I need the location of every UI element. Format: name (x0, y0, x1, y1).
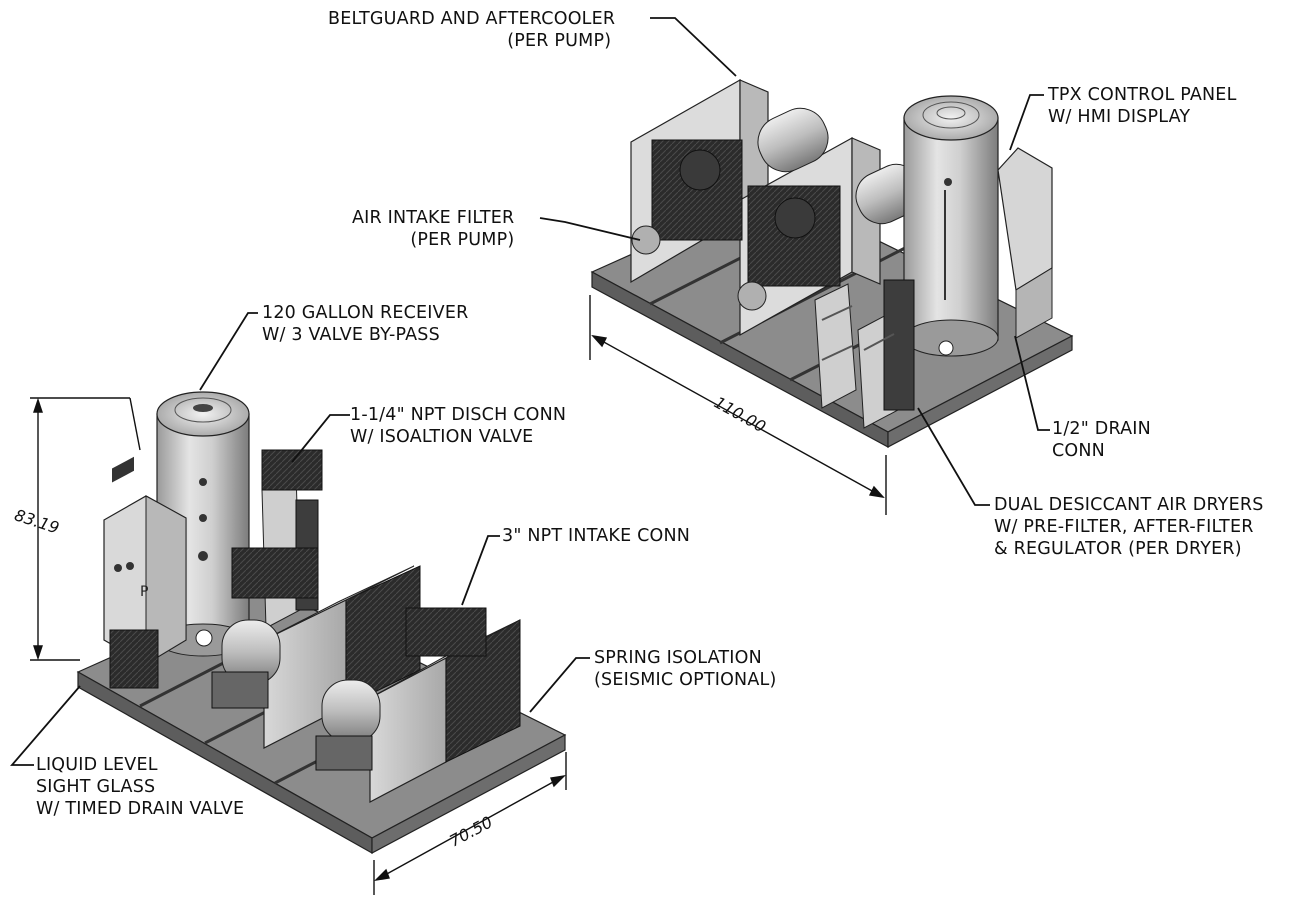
callout-beltguard-line1: BELTGUARD AND AFTERCOOLER (328, 9, 616, 29)
callout-receiver: 120 GALLON RECEIVER W/ 3 VALVE BY-PASS (262, 302, 468, 346)
lower-skid-side (371, 733, 566, 855)
callout-spring-isolation: SPRING ISOLATION (SEISMIC OPTIONAL) (594, 647, 777, 691)
callout-air-intake-line2: (PER PUMP) (410, 230, 515, 250)
callout-dryers: DUAL DESICCANT AIR DRYERS W/ PRE-FILTER,… (994, 494, 1264, 560)
callout-intake-conn-line1: 3" NPT INTAKE CONN (502, 526, 691, 546)
callout-receiver-line2: W/ 3 VALVE BY-PASS (262, 325, 440, 345)
svg-text:P: P (140, 584, 148, 600)
callout-disch-conn-line1: 1-1/4" NPT DISCH CONN (350, 405, 567, 425)
callout-receiver-line1: 120 GALLON RECEIVER (262, 303, 469, 323)
callout-tpx-panel: TPX CONTROL PANEL W/ HMI DISPLAY (1048, 84, 1237, 128)
callout-drain-conn: 1/2" DRAIN CONN (1052, 418, 1151, 462)
callout-sight-glass: LIQUID LEVEL SIGHT GLASS W/ TIMED DRAIN … (36, 754, 244, 820)
callout-dryers-line1: DUAL DESICCANT AIR DRYERS (994, 495, 1264, 515)
callout-beltguard-line2: (PER PUMP) (507, 31, 612, 51)
callout-tpx-panel-line1: TPX CONTROL PANEL (1048, 85, 1237, 105)
dimension-lines (30, 295, 887, 895)
callout-spring-isolation-line2: (SEISMIC OPTIONAL) (594, 670, 777, 690)
leader-lines (10, 17, 1050, 766)
callout-dryers-line2: W/ PRE-FILTER, AFTER-FILTER (994, 517, 1254, 537)
callout-air-intake: AIR INTAKE FILTER (PER PUMP) (352, 207, 514, 251)
callout-tpx-panel-line2: W/ HMI DISPLAY (1048, 107, 1191, 127)
callout-intake-conn: 3" NPT INTAKE CONN (502, 525, 690, 547)
callout-spring-isolation-line1: SPRING ISOLATION (594, 648, 762, 668)
callout-sight-glass-line3: W/ TIMED DRAIN VALVE (36, 799, 245, 819)
callout-disch-conn: 1-1/4" NPT DISCH CONN W/ ISOALTION VALVE (350, 404, 566, 448)
callout-beltguard: BELTGUARD AND AFTERCOOLER (PER PUMP) (328, 8, 615, 52)
upper-skid-side (887, 335, 1073, 448)
upper-tpx-panel (997, 147, 1053, 291)
lower-unit: P (76, 391, 567, 855)
upper-dryers (814, 279, 915, 429)
callout-air-intake-line1: AIR INTAKE FILTER (352, 208, 515, 228)
callout-dryers-line3: & REGULATOR (PER DRYER) (994, 539, 1242, 559)
callout-drain-conn-line1: 1/2" DRAIN (1052, 419, 1151, 439)
callout-sight-glass-line2: SIGHT GLASS (36, 777, 156, 797)
callout-sight-glass-line1: LIQUID LEVEL (36, 755, 158, 775)
callout-drain-conn-line2: CONN (1052, 441, 1105, 461)
upper-receiver-tank (903, 117, 999, 341)
upper-unit (590, 78, 1074, 449)
callout-disch-conn-line2: W/ ISOALTION VALVE (350, 427, 534, 447)
